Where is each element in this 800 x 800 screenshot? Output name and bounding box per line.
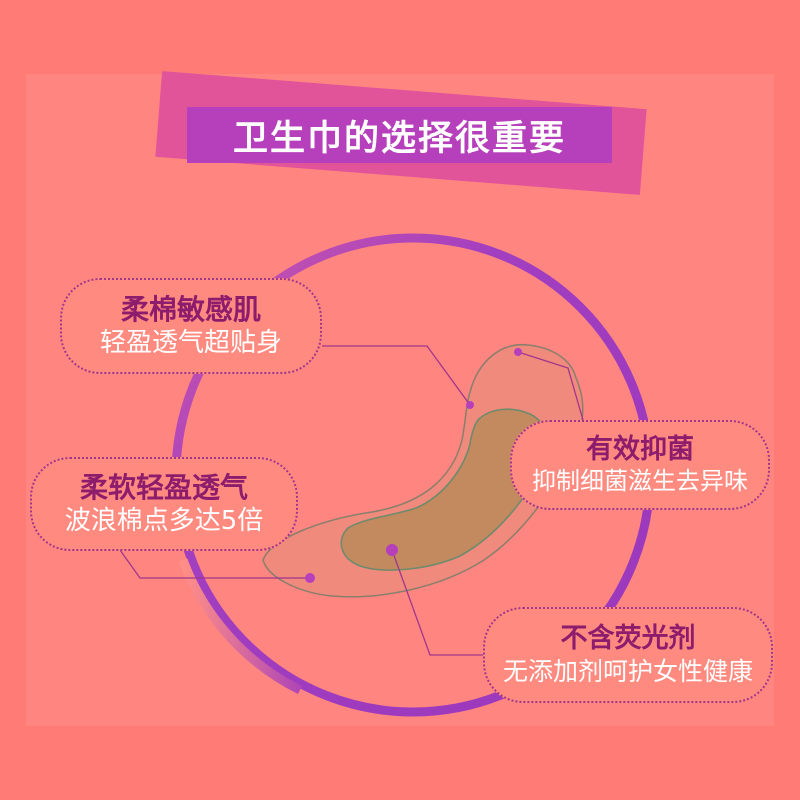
feature-bubble-no-fluorescent: 不含荧光剂 无添加剂呵护女性健康 — [483, 607, 773, 703]
feature-heading: 不含荧光剂 — [560, 623, 696, 655]
page-title: 卫生巾的选择很重要 — [232, 118, 566, 159]
connector-line-2 — [119, 549, 310, 579]
feature-description: 轻盈透气超贴身 — [99, 327, 282, 358]
ring-fade-segment — [178, 558, 302, 695]
feature-bubble-breathable: 柔软轻盈透气 波浪棉点多达5倍 — [30, 457, 298, 551]
marker-dot — [466, 401, 474, 409]
feature-description: 抑制细菌滋生去异味 — [532, 467, 748, 496]
marker-dot — [386, 544, 398, 556]
feature-description: 波浪棉点多达5倍 — [64, 505, 264, 536]
feature-heading: 有效抑菌 — [586, 433, 694, 465]
connector-line-1 — [322, 345, 471, 406]
marker-dot — [514, 348, 522, 356]
feature-heading: 柔棉敏感肌 — [120, 292, 261, 326]
feature-bubble-antibacterial: 有效抑菌 抑制细菌滋生去异味 — [510, 420, 770, 510]
feature-bubble-soft-cotton: 柔棉敏感肌 轻盈透气超贴身 — [60, 278, 322, 374]
connector-line-3 — [517, 351, 584, 421]
feature-heading: 柔软轻盈透气 — [79, 470, 248, 504]
title-banner: 卫生巾的选择很重要 — [187, 107, 612, 163]
connector-line-4 — [391, 549, 483, 656]
feature-description: 无添加剂呵护女性健康 — [502, 656, 753, 686]
marker-dot — [305, 573, 315, 583]
